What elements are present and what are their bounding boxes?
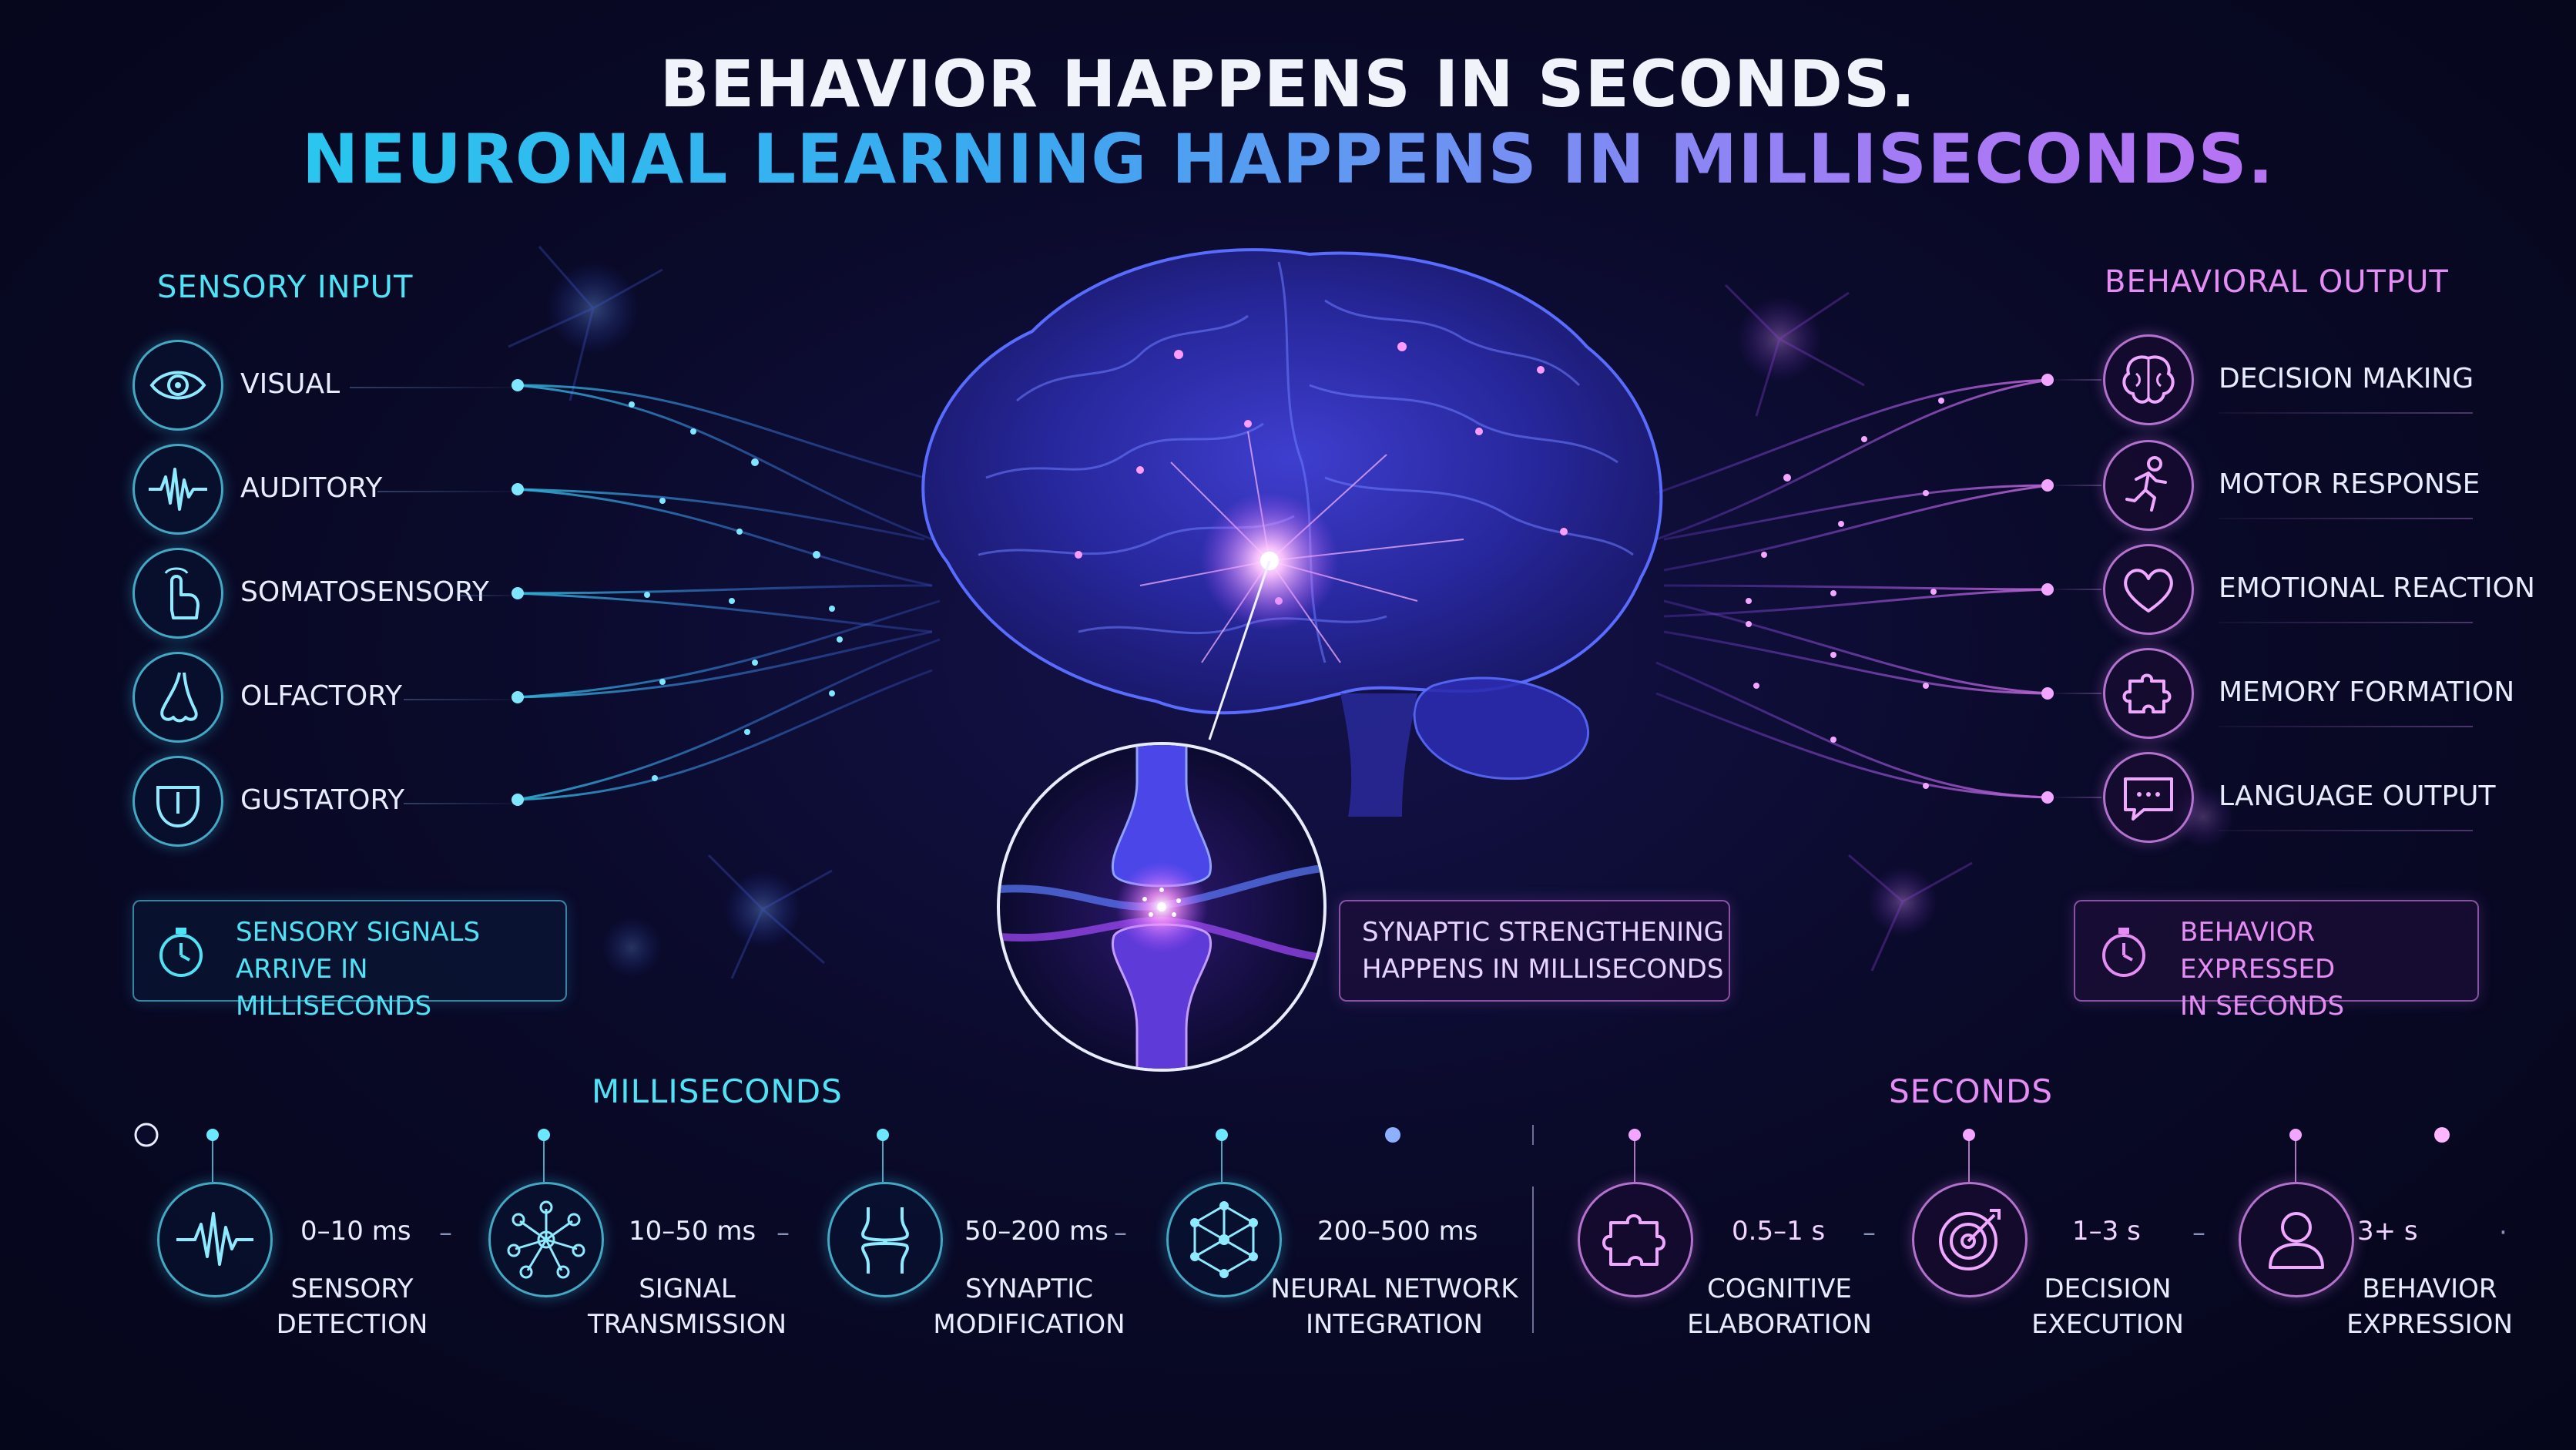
dash-separator: – bbox=[1114, 1217, 1127, 1248]
sensory-item-label: AUDITORY bbox=[240, 472, 383, 504]
waveform-icon bbox=[132, 444, 223, 535]
stage-time: 1–3 s bbox=[2072, 1216, 2141, 1247]
dash-separator: – bbox=[776, 1217, 790, 1248]
divider bbox=[2219, 830, 2473, 831]
stage-name: BEHAVIOR EXPRESSION bbox=[2346, 1274, 2513, 1340]
synapse-zoom-illustration bbox=[997, 742, 1327, 1072]
behavioral-item-label: MOTOR RESPONSE bbox=[2219, 468, 2480, 500]
title-line-1: BEHAVIOR HAPPENS IN SECONDS. bbox=[659, 46, 1917, 122]
behavioral-item-label: EMOTIONAL REACTION bbox=[2219, 572, 2535, 604]
puzzle-icon bbox=[1578, 1182, 1693, 1297]
divider bbox=[404, 699, 512, 700]
running-person-icon bbox=[2103, 440, 2194, 531]
stage-time: 200–500 ms bbox=[1317, 1216, 1478, 1247]
sensory-timing-note: SENSORY SIGNALS ARRIVE IN MILLISECONDS bbox=[132, 900, 567, 1022]
title-line-2: NEURONAL LEARNING HAPPENS IN MILLISECOND… bbox=[0, 119, 2576, 199]
divider bbox=[377, 491, 512, 492]
behavioral-output-heading: BEHAVIORAL OUTPUT bbox=[2105, 264, 2449, 300]
sensory-item-label: GUSTATORY bbox=[240, 784, 405, 816]
stage-time: 0–10 ms bbox=[300, 1216, 411, 1247]
divider bbox=[2219, 622, 2473, 623]
divider bbox=[2219, 518, 2473, 519]
stage-name: SYNAPTIC MODIFICATION bbox=[933, 1274, 1125, 1340]
divider bbox=[2055, 485, 2101, 486]
stage-name: DECISION EXECUTION bbox=[2031, 1274, 2184, 1340]
stopwatch-icon bbox=[159, 928, 203, 977]
nose-icon bbox=[132, 652, 223, 743]
stage-name: NEURAL NETWORK INTEGRATION bbox=[1270, 1274, 1518, 1340]
divider bbox=[461, 595, 512, 596]
sensory-note-text: SENSORY SIGNALS ARRIVE IN MILLISECONDS bbox=[236, 917, 481, 1022]
puzzle-icon bbox=[2103, 648, 2194, 739]
stage-time: 3+ s bbox=[2357, 1216, 2418, 1247]
stage-name: SENSORY DETECTION bbox=[276, 1274, 428, 1340]
person-icon bbox=[2239, 1182, 2354, 1297]
divider bbox=[404, 803, 512, 804]
behavioral-item-label: MEMORY FORMATION bbox=[2219, 676, 2515, 708]
stage-name: COGNITIVE ELABORATION bbox=[1687, 1274, 1872, 1340]
divider bbox=[2219, 412, 2473, 414]
speech-bubble-icon bbox=[2103, 752, 2194, 843]
sensory-input-heading: SENSORY INPUT bbox=[157, 270, 414, 305]
synapse-icon bbox=[827, 1182, 943, 1297]
synapse-timing-note: SYNAPTIC STRENGTHENING HAPPENS IN MILLIS… bbox=[1339, 900, 1730, 1002]
milliseconds-label: MILLISECONDS bbox=[592, 1072, 843, 1110]
divider bbox=[2055, 379, 2101, 381]
heart-icon bbox=[2103, 544, 2194, 635]
hand-touch-icon bbox=[132, 548, 223, 639]
behavioral-item-label: DECISION MAKING bbox=[2219, 363, 2474, 394]
sensory-item-label: OLFACTORY bbox=[240, 680, 402, 712]
dash-separator: · bbox=[2499, 1217, 2507, 1248]
stopwatch-icon bbox=[2102, 928, 2145, 977]
waveform-icon bbox=[157, 1182, 273, 1297]
divider bbox=[350, 387, 512, 388]
network-mesh-icon bbox=[1166, 1182, 1282, 1297]
divider bbox=[2055, 797, 2101, 798]
tongue-icon bbox=[132, 756, 223, 847]
dash-separator: – bbox=[439, 1217, 452, 1248]
eye-icon bbox=[132, 340, 223, 431]
sensory-item-label: VISUAL bbox=[240, 368, 340, 400]
network-hub-icon bbox=[488, 1182, 604, 1297]
behavior-timing-note: BEHAVIOR EXPRESSED IN SECONDS bbox=[2074, 900, 2479, 1022]
dash-separator: – bbox=[2192, 1217, 2205, 1248]
behavioral-item-label: LANGUAGE OUTPUT bbox=[2219, 780, 2496, 812]
stage-time: 50–200 ms bbox=[964, 1216, 1109, 1247]
behavior-note-text: BEHAVIOR EXPRESSED IN SECONDS bbox=[2180, 917, 2345, 1022]
brain-illustration bbox=[921, 248, 1663, 817]
seconds-label: SECONDS bbox=[1889, 1072, 2054, 1110]
stage-time: 0.5–1 s bbox=[1732, 1216, 1826, 1247]
target-icon bbox=[1912, 1182, 2028, 1297]
divider bbox=[2055, 693, 2101, 694]
dash-separator: – bbox=[1863, 1217, 1876, 1248]
divider bbox=[2219, 726, 2473, 727]
stage-time: 10–50 ms bbox=[629, 1216, 756, 1247]
synapse-note-text: SYNAPTIC STRENGTHENING HAPPENS IN MILLIS… bbox=[1362, 917, 1724, 985]
sensory-item-label: SOMATOSENSORY bbox=[240, 576, 489, 608]
brain-icon bbox=[2103, 334, 2194, 425]
stage-name: SIGNAL TRANSMISSION bbox=[587, 1274, 787, 1340]
divider bbox=[2055, 589, 2101, 590]
